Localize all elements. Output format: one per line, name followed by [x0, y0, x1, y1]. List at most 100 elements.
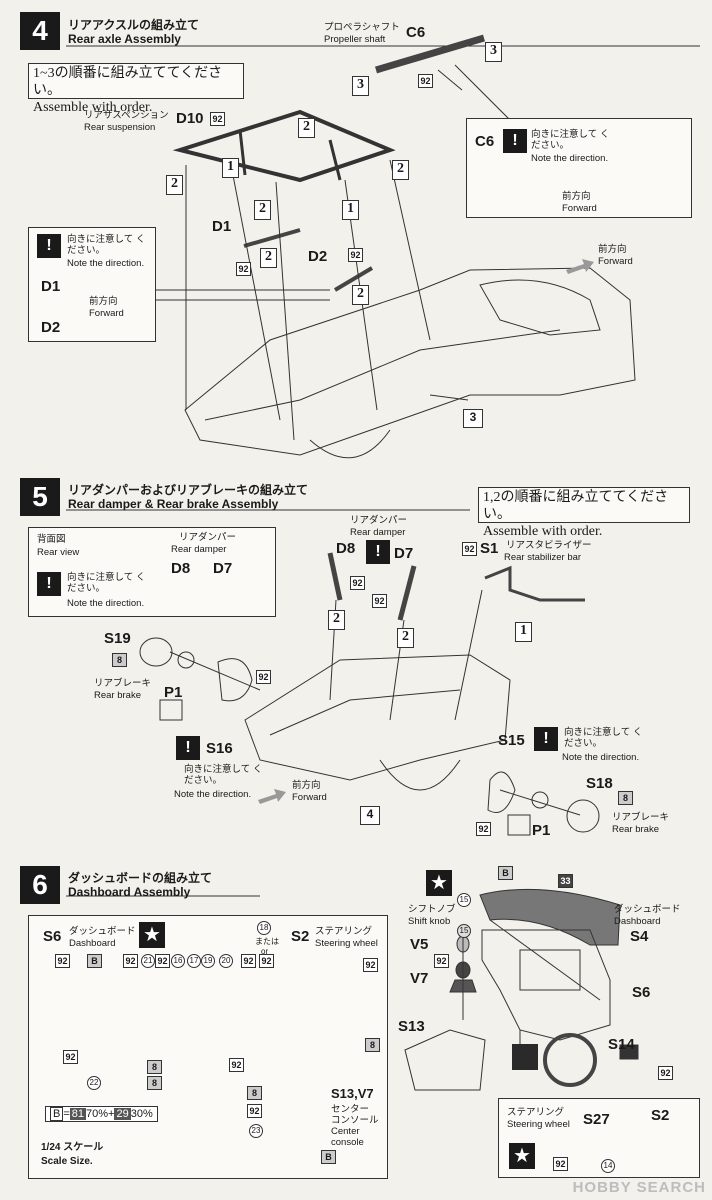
- part-92: 92: [418, 74, 433, 88]
- forward-jp: 前方向: [89, 296, 118, 307]
- stabilizer-en: Rear stabilizer bar: [504, 552, 582, 563]
- order-2: 2: [298, 118, 315, 138]
- part-s27: S27: [583, 1111, 610, 1128]
- part-s13-v7: S13,V7: [331, 1086, 374, 1101]
- part-s14: S14: [608, 1036, 635, 1053]
- watermark-text: HOBBY SEARCH: [572, 1179, 706, 1196]
- part-14: 14: [601, 1159, 615, 1173]
- damper-en: Rear damper: [171, 544, 227, 555]
- part-92: 92: [434, 954, 449, 968]
- part-92: 92: [348, 248, 363, 262]
- forward-en: Forward: [598, 256, 633, 267]
- panel-b: B: [498, 866, 513, 880]
- step-ref-3: 3: [463, 409, 483, 428]
- forward-jp: 前方向: [292, 780, 321, 791]
- rear-view-box: 背面図 Rear view リアダンパー Rear damper D8 D7 !…: [28, 527, 276, 617]
- part-92: 92: [462, 542, 477, 556]
- step4-title-jp: リアアクスルの組み立て: [68, 18, 200, 32]
- part-92: 92: [350, 576, 365, 590]
- step4-order-note: 1~3の順番に組み立ててください。 Assemble with order.: [28, 63, 244, 115]
- note-jp: 向きに注意して ください。: [67, 234, 146, 256]
- part-15: 15: [457, 893, 471, 907]
- part-s19: S19: [104, 630, 131, 647]
- part-d7: D7: [213, 560, 233, 577]
- steering-jp: ステアリング: [315, 926, 373, 937]
- order-2: 2: [254, 200, 271, 220]
- part-s16: S16: [206, 740, 233, 757]
- order-2: 2: [397, 628, 414, 648]
- console-jp: センター コンソール: [331, 1104, 379, 1126]
- part-19: 19: [201, 954, 215, 968]
- part-s6: S6: [632, 984, 651, 1001]
- caution-icon: !: [176, 736, 200, 760]
- part-s4: S4: [630, 928, 649, 945]
- caution-icon: !: [37, 572, 61, 596]
- rear-view-en: Rear view: [37, 547, 80, 558]
- caution-icon: !: [366, 540, 390, 564]
- part-18: 18: [257, 921, 271, 935]
- forward-en: Forward: [562, 203, 597, 214]
- steering-en: Steering wheel: [507, 1119, 570, 1130]
- part-92: 92: [476, 822, 491, 836]
- star-icon: ★: [509, 1143, 535, 1169]
- dashboard-detail-box: S6 ダッシュボード Dashboard ★ 18 または or S2 ステアリ…: [28, 915, 388, 1179]
- part-21: 21: [141, 954, 155, 968]
- order-2: 2: [260, 248, 277, 268]
- part-92: 92: [155, 954, 170, 968]
- part-d8: D8: [336, 540, 356, 557]
- shift-knob-jp: シフトノブ: [408, 904, 456, 915]
- order-1: 1: [222, 158, 239, 178]
- part-s18: S18: [586, 775, 613, 792]
- star-icon: ★: [139, 922, 165, 948]
- note-en: Note the direction.: [67, 598, 145, 609]
- part-d7: D7: [394, 545, 414, 562]
- part-20: 20: [219, 954, 233, 968]
- part-23: 23: [249, 1124, 263, 1138]
- note-jp: 向きに注意して ください。: [564, 727, 643, 749]
- part-8: 8: [147, 1076, 162, 1090]
- note-jp: 向きに注意して ください。: [184, 764, 263, 786]
- brake-en: Rear brake: [94, 690, 141, 701]
- part-p1: P1: [164, 684, 183, 701]
- order-1: 1: [342, 200, 359, 220]
- brake-en: Rear brake: [612, 824, 659, 835]
- part-92: 92: [256, 670, 271, 684]
- damper-en: Rear damper: [350, 527, 406, 538]
- mix-81-pct: 70%+: [86, 1108, 115, 1120]
- note-en: Note the direction.: [531, 153, 609, 164]
- part-d2: D2: [308, 248, 328, 265]
- part-8: 8: [147, 1060, 162, 1074]
- forward-jp: 前方向: [562, 191, 591, 202]
- propeller-label-en: Propeller shaft: [324, 34, 386, 45]
- scale-en: Scale Size.: [41, 1156, 93, 1167]
- part-92: 92: [229, 1058, 244, 1072]
- part-s2: S2: [651, 1107, 670, 1124]
- part-d8: D8: [171, 560, 191, 577]
- order-2: 2: [352, 285, 369, 305]
- brand-logo-icon: [512, 1044, 538, 1070]
- part-92: 92: [553, 1157, 568, 1171]
- brake-jp: リアブレーキ: [94, 678, 152, 689]
- suspension-label-en: Rear suspension: [84, 122, 156, 133]
- part-92: 92: [247, 1104, 262, 1118]
- order-2: 2: [328, 610, 345, 630]
- part-v5: V5: [410, 936, 429, 953]
- brake-jp: リアブレーキ: [612, 812, 670, 823]
- caution-icon: !: [534, 727, 558, 751]
- part-92: 92: [55, 954, 70, 968]
- part-92: 92: [658, 1066, 673, 1080]
- part-92: 92: [236, 262, 251, 276]
- order-3: 3: [352, 76, 369, 96]
- part-s13: S13: [398, 1018, 425, 1035]
- step6-number: 6: [20, 866, 60, 904]
- part-s15: S15: [498, 732, 525, 749]
- part-92: 92: [363, 958, 378, 972]
- console-en: Center console: [331, 1126, 364, 1148]
- caution-icon: !: [503, 129, 527, 153]
- order-1: 1: [515, 622, 532, 642]
- panel-b: B: [321, 1150, 336, 1164]
- star-icon: ★: [426, 870, 452, 896]
- steering-jp: ステアリング: [507, 1107, 565, 1118]
- panel-b: B: [87, 954, 102, 968]
